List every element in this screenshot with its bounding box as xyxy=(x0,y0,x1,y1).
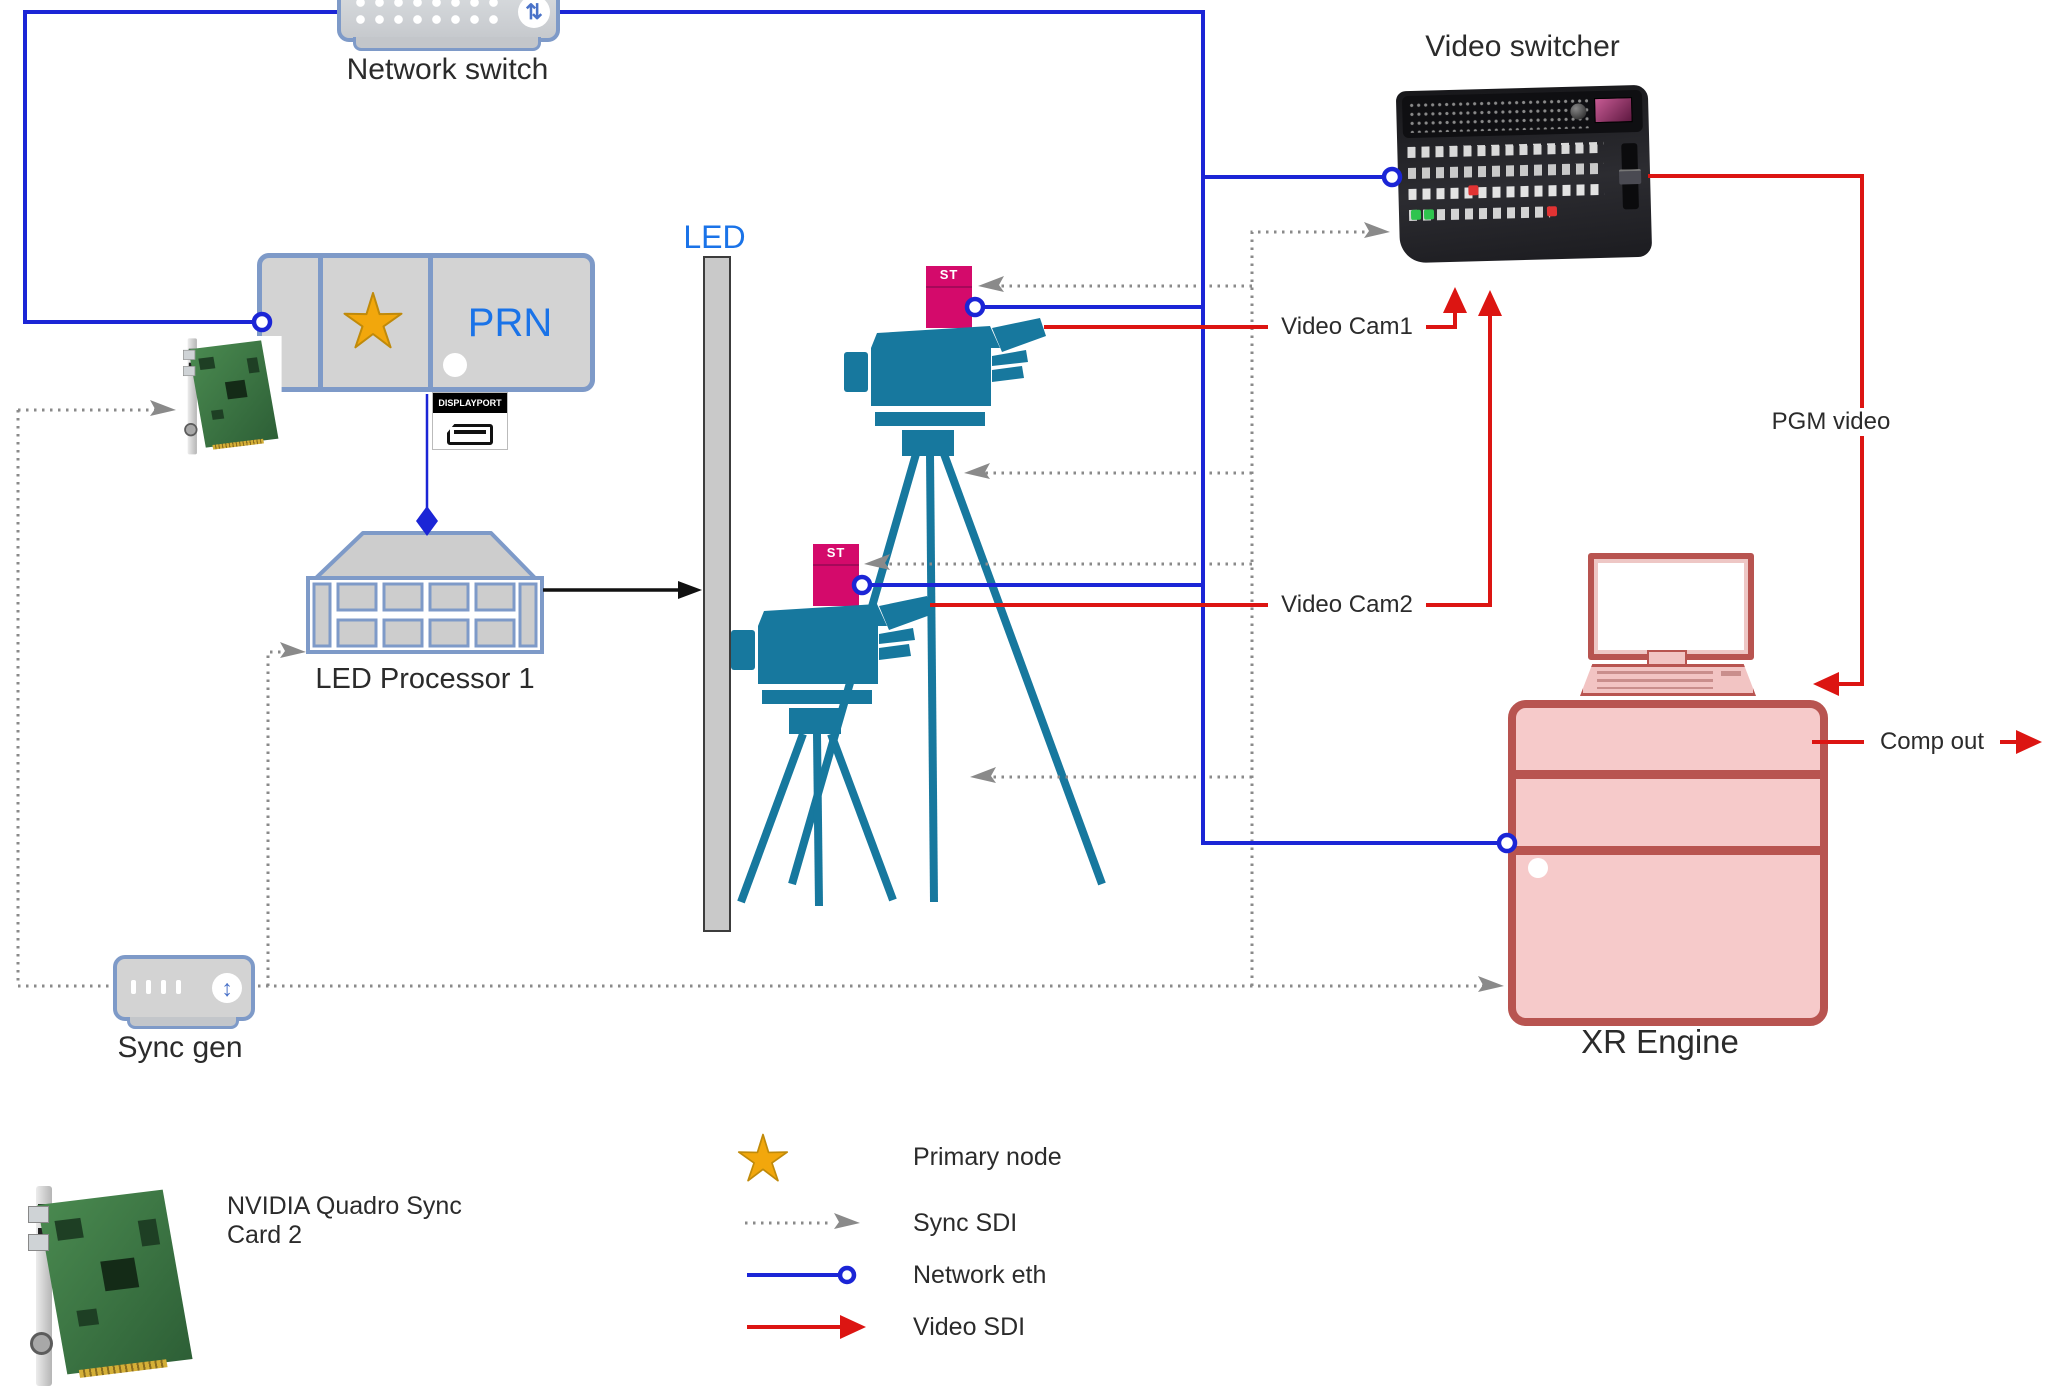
led-processor-label: LED Processor 1 xyxy=(315,663,535,695)
video-cam2-label: Video Cam2 xyxy=(1268,591,1426,619)
camera2-tracker-box xyxy=(813,544,859,606)
legend-network-eth-label: Network eth xyxy=(913,1261,1047,1289)
pgm-video-label: PGM video xyxy=(1752,408,1910,436)
displayport-plug-icon xyxy=(447,424,493,445)
video-cam1-label: Video Cam1 xyxy=(1268,313,1426,341)
camera1-tracker-label: ST xyxy=(939,267,959,282)
nvidia-card-caption: NVIDIA Quadro Sync Card 2 xyxy=(227,1192,462,1249)
legend-star-icon xyxy=(737,1133,789,1182)
legend-video-sdi-label: Video SDI xyxy=(913,1313,1026,1341)
network-switch-base xyxy=(353,37,541,51)
led-wall xyxy=(703,256,731,932)
led-label: LED xyxy=(683,219,746,255)
processor-to-led-arrow xyxy=(543,581,702,599)
nvidia-quadro-sync-card-photo xyxy=(28,1182,198,1392)
comp-out-label: Comp out xyxy=(1864,728,2000,756)
video-switcher-label: Video switcher xyxy=(1425,30,1620,63)
camera2 xyxy=(731,544,933,907)
prn-box-divider xyxy=(318,258,323,387)
switch-ports-dots xyxy=(351,0,508,30)
displayport-link xyxy=(416,394,438,536)
network-eth-lines xyxy=(23,10,1518,854)
led-processor-shape xyxy=(306,531,544,654)
camera2-tracker-label: ST xyxy=(826,545,846,560)
sync-gen-label: Sync gen xyxy=(117,1031,243,1064)
camera1-tracker-box xyxy=(926,266,972,328)
sync-sdi-lines xyxy=(16,222,1504,992)
network-switch-device: ⇅ xyxy=(337,0,560,42)
primary-node-star-icon xyxy=(343,292,403,349)
displayport-badge: DISPLAYPORT xyxy=(432,392,508,450)
sync-card-thumbnail xyxy=(183,336,282,458)
xr-engine-keyboard xyxy=(1580,664,1756,696)
xr-indicator-dot xyxy=(1528,858,1548,878)
displayport-label: DISPLAYPORT xyxy=(433,393,507,413)
network-switch-label: Network switch xyxy=(346,53,549,86)
legend-primary-node-label: Primary node xyxy=(913,1143,1062,1171)
legend-sync-sdi-label: Sync SDI xyxy=(913,1209,1018,1237)
syncgen-updown-icon: ↕ xyxy=(212,973,242,1003)
card-bnc-connector xyxy=(30,1332,53,1355)
sync-gen-device: ↕ xyxy=(113,955,255,1021)
prn-label: PRN xyxy=(467,301,553,345)
prn-node-box xyxy=(257,253,595,392)
switch-updown-icon: ⇅ xyxy=(518,0,550,28)
prn-indicator-dot xyxy=(443,353,467,377)
camera1 xyxy=(788,266,1106,903)
xr-engine-label: XR Engine xyxy=(1581,1023,1739,1060)
prn-box-divider xyxy=(428,258,433,387)
legend-symbols xyxy=(737,1133,866,1339)
xr-engine-tower xyxy=(1508,700,1828,1026)
video-sdi-lines xyxy=(930,174,2042,754)
sync-gen-base xyxy=(127,1017,239,1029)
